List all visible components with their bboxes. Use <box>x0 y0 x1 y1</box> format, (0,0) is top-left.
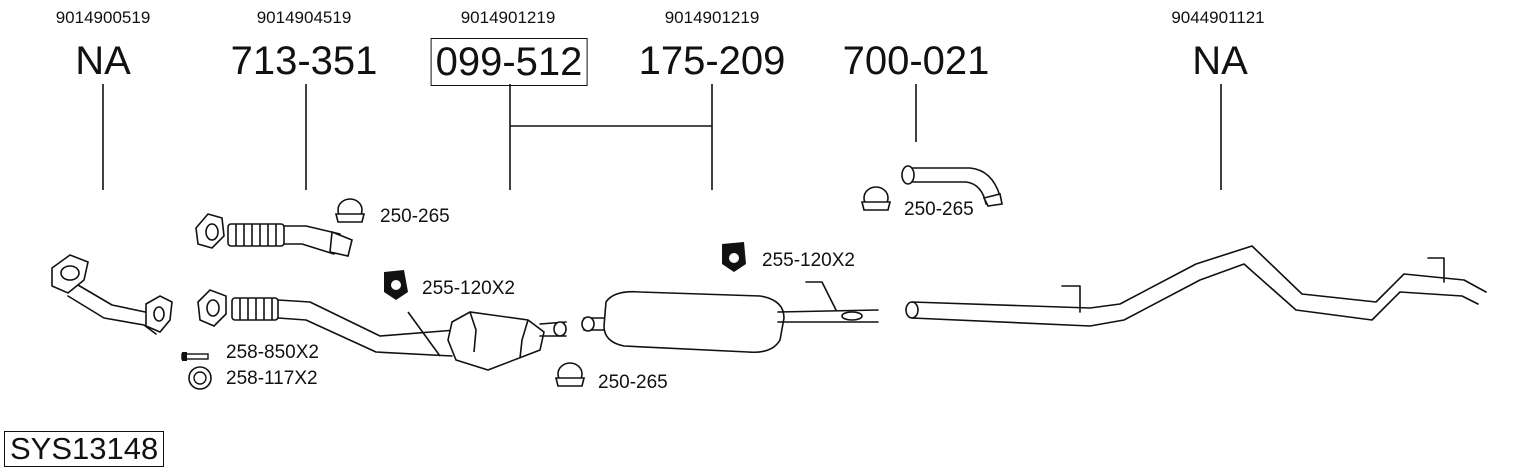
part-number-catalyst[interactable]: 099-512 <box>430 38 588 86</box>
end-pipe[interactable] <box>901 165 1003 207</box>
part-number-middle-silencer[interactable]: 175-209 <box>638 39 786 83</box>
clamp-label: 250-265 <box>904 199 974 220</box>
hanger-label: 255-120X2 <box>762 250 855 271</box>
part-number-end-pipe[interactable]: 700-021 <box>842 39 990 83</box>
tail-pipe[interactable] <box>905 245 1487 327</box>
clamp-label: 250-265 <box>598 372 668 393</box>
bolt-label: 258-850X2 <box>226 342 319 363</box>
catalyst-converter[interactable] <box>197 289 567 371</box>
clamp-icon[interactable] <box>334 198 366 223</box>
clamp-icon[interactable] <box>860 186 892 211</box>
oe-number-tail-pipe: 9044901121 <box>1171 8 1265 27</box>
oe-number-middle-silencer: 9014901219 <box>664 8 760 27</box>
rubber-hanger-icon[interactable] <box>384 270 408 300</box>
part-number-downpipe[interactable]: NA <box>75 39 131 83</box>
hanger-label: 255-120X2 <box>422 278 515 299</box>
part-number-tail-pipe[interactable]: NA <box>1192 39 1248 83</box>
leader-lines <box>102 84 1222 190</box>
oe-number-flex-pipe: 9014904519 <box>256 8 352 27</box>
flex-pipe[interactable] <box>195 213 353 257</box>
clamp-icon[interactable] <box>554 362 586 387</box>
front-downpipe[interactable] <box>51 254 173 335</box>
gasket-icon[interactable] <box>188 366 212 390</box>
oe-number-downpipe: 9014900519 <box>55 8 151 27</box>
oe-number-catalyst: 9014901219 <box>460 8 556 27</box>
system-id: SYS13148 <box>4 431 165 467</box>
gasket-label: 258-117X2 <box>226 368 318 389</box>
clamp-label: 250-265 <box>380 206 450 227</box>
bolt-icon[interactable] <box>181 352 209 361</box>
part-number-flex-pipe[interactable]: 713-351 <box>230 39 378 83</box>
middle-silencer[interactable] <box>581 281 879 354</box>
rubber-hanger-icon[interactable] <box>722 242 746 272</box>
